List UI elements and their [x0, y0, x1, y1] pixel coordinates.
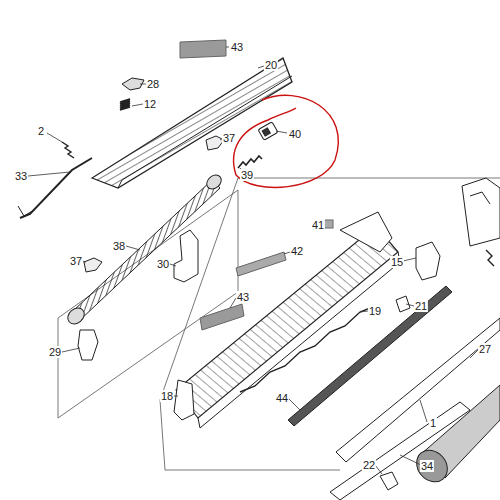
callout-number: 15 — [390, 256, 404, 268]
callout-number: 34 — [420, 460, 434, 472]
hand-circle — [234, 95, 339, 187]
callout-number: 42 — [290, 245, 304, 257]
callout-number: 41 — [311, 219, 325, 231]
callout-number: 2 — [37, 125, 45, 137]
callout-number: 22 — [362, 459, 376, 471]
callout-number: 38 — [112, 240, 126, 252]
callout-number: 39 — [240, 169, 254, 181]
callout-number: 18 — [160, 390, 174, 402]
callout-number: 19 — [368, 305, 382, 317]
callout-number: 27 — [478, 343, 492, 355]
shaft — [72, 180, 220, 320]
callout-number: 30 — [156, 258, 170, 270]
callout-number: 43 — [236, 291, 250, 303]
callout-number: 1 — [429, 417, 437, 429]
callout-number: 12 — [143, 98, 157, 110]
frame — [176, 226, 398, 418]
callout-number: 37 — [69, 255, 83, 267]
callout-number: 40 — [288, 128, 302, 140]
callout-number: 29 — [48, 346, 62, 358]
callout-number: 37 — [222, 132, 236, 144]
callout-number: 43 — [230, 41, 244, 53]
callout-number: 33 — [14, 170, 28, 182]
callout-number: 20 — [264, 59, 278, 71]
callout-number: 21 — [414, 300, 428, 312]
callout-number: 44 — [275, 392, 289, 404]
label-strip — [180, 40, 226, 58]
callout-number: 28 — [146, 78, 160, 90]
